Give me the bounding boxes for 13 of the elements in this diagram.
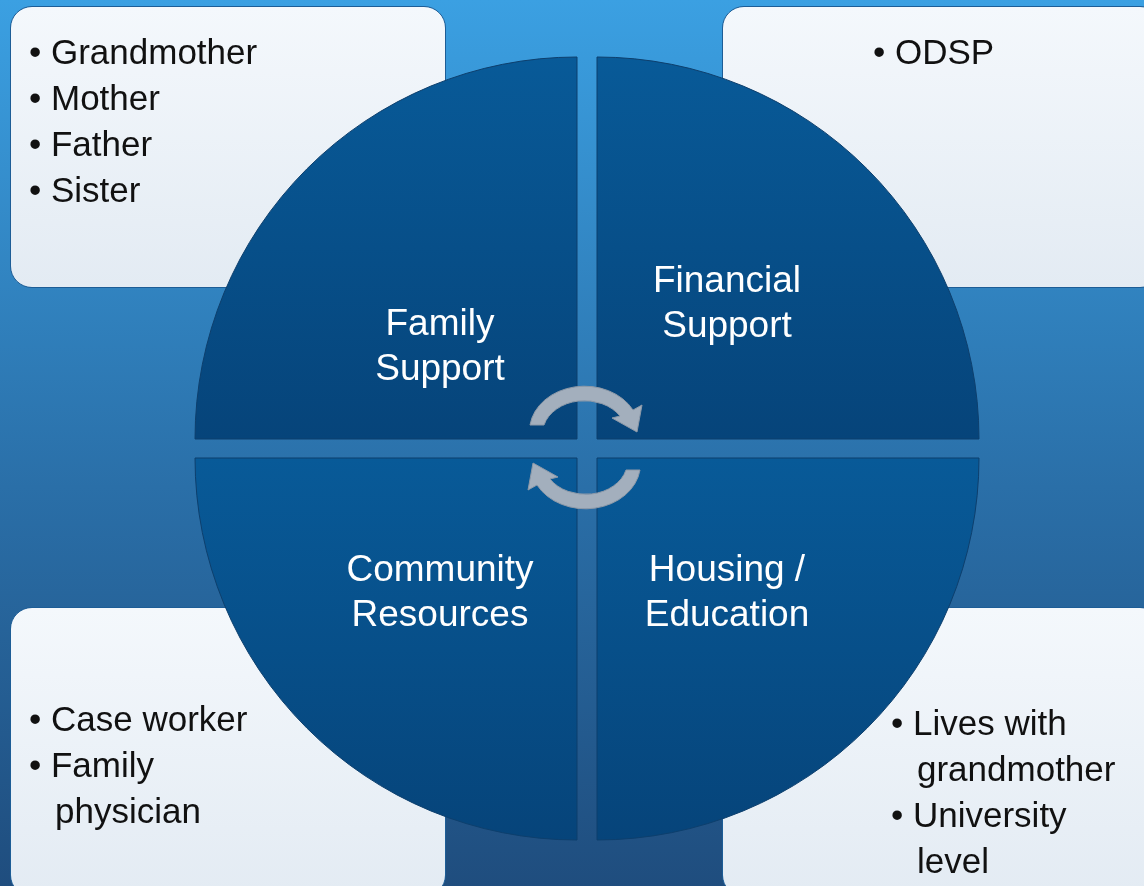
bullet-item: • Father: [29, 123, 154, 165]
bullet-item: • Sister: [29, 169, 142, 211]
bullet-item: • Mother: [29, 77, 161, 119]
bullet-item: • Family physician: [29, 744, 202, 832]
segment-title: Housing / Education: [643, 547, 811, 636]
segment-title: Financial Support: [651, 258, 803, 347]
segment-title: Family Support: [374, 301, 506, 390]
bullet-item: • Case worker: [29, 698, 249, 740]
bullet-item: • ODSP: [873, 31, 996, 73]
segment-title: Community Resources: [345, 547, 535, 636]
bullet-item: • University level: [891, 794, 1068, 882]
bullet-item: • Grandmother: [29, 31, 259, 73]
bullet-item: • Lives with grandmother: [891, 702, 1117, 790]
